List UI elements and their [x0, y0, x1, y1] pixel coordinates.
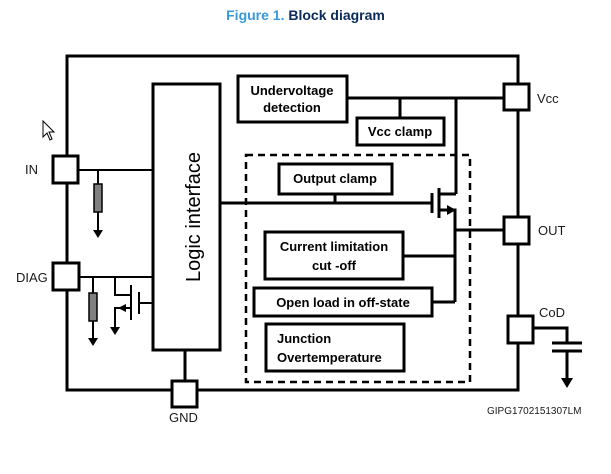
output-clamp-block: Output clamp	[277, 162, 394, 196]
undervoltage-label-2: detection	[263, 100, 321, 115]
pin-in-label: IN	[25, 162, 38, 177]
pin-vcc: Vcc	[502, 82, 559, 112]
junction-overtemp-block: Junction Overtemperature	[264, 322, 406, 373]
diag-pulldown-resistor	[88, 277, 98, 346]
pin-gnd: GND	[169, 379, 199, 425]
figure-title: Block diagram	[288, 7, 385, 23]
diag-mosfet-symbol	[110, 277, 153, 335]
power-mosfet-symbol	[430, 188, 457, 230]
open-load-label: Open load in off-state	[276, 295, 410, 310]
open-load-block: Open load in off-state	[252, 286, 434, 318]
logic-interface-label: Logic interface	[183, 152, 205, 282]
junction-label-2: Overtemperature	[277, 350, 382, 365]
in-pulldown-resistor	[93, 170, 103, 238]
pin-cod: CoD	[506, 305, 565, 345]
current-limitation-label-1: Current limitation	[280, 239, 388, 254]
pin-out-label: OUT	[538, 223, 566, 238]
figure-code: GIPG1702151307LM	[487, 406, 582, 417]
vcc-clamp-block: Vcc clamp	[355, 116, 446, 147]
pin-in: IN	[25, 154, 80, 185]
mouse-cursor-icon	[42, 119, 56, 141]
figure-caption: Figure 1. Block diagram	[0, 7, 611, 23]
pin-vcc-label: Vcc	[537, 91, 559, 106]
pin-gnd-label: GND	[169, 410, 198, 425]
junction-label-1: Junction	[277, 331, 331, 346]
undervoltage-label-1: Undervoltage	[250, 83, 333, 98]
pin-cod-label: CoD	[539, 305, 565, 320]
chip-outline	[65, 54, 520, 392]
current-limitation-block: Current limitation cut -off	[263, 230, 405, 281]
power-stage-boundary	[244, 153, 472, 384]
undervoltage-block: Undervoltage detection	[236, 74, 349, 124]
ground-arrow-icon	[561, 378, 573, 388]
current-limitation-label-2: cut -off	[312, 258, 357, 273]
logic-interface-block: Logic interface	[151, 82, 222, 352]
vcc-clamp-label: Vcc clamp	[368, 124, 432, 139]
pin-diag: DIAG	[16, 261, 81, 292]
cod-capacitor-symbol	[533, 326, 582, 388]
output-clamp-label: Output clamp	[293, 171, 377, 186]
pin-diag-label: DIAG	[16, 270, 48, 285]
figure-number: Figure 1.	[226, 7, 285, 23]
pin-out: OUT	[502, 215, 566, 246]
